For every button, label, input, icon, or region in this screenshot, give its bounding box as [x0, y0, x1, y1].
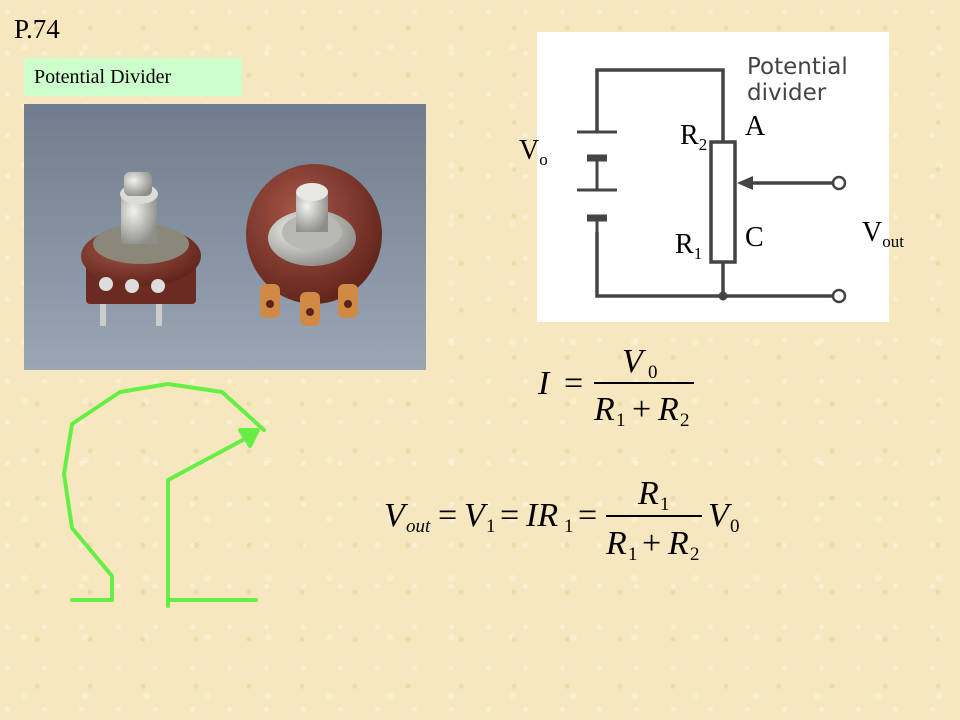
- label-r2: R2: [680, 120, 708, 154]
- large-potentiometer: [246, 164, 382, 326]
- svg-text:2: 2: [690, 544, 700, 565]
- svg-text:R: R: [605, 525, 627, 562]
- page-number: P.74: [14, 14, 60, 44]
- circuit-wires: [595, 68, 833, 298]
- svg-text:R: R: [657, 391, 679, 428]
- svg-text:V: V: [622, 343, 647, 380]
- equation-current: I = V 0 R 1 + R 2: [537, 343, 694, 430]
- svg-text:out: out: [406, 516, 431, 537]
- svg-text:1: 1: [486, 516, 496, 537]
- svg-text:1: 1: [660, 494, 670, 515]
- label-r1: R1: [675, 229, 703, 263]
- svg-text:0: 0: [648, 362, 658, 383]
- svg-text:R: R: [593, 391, 615, 428]
- small-potentiometer: [81, 172, 201, 326]
- wiper-arrow-icon: [737, 176, 753, 190]
- resistor-symbol: [709, 140, 737, 264]
- page-title: Potential Divider: [24, 58, 242, 96]
- svg-text:=: =: [438, 497, 457, 534]
- svg-text:I: I: [537, 365, 551, 402]
- svg-text:=: =: [564, 365, 583, 402]
- svg-text:+: +: [632, 391, 651, 428]
- svg-text:IR: IR: [525, 497, 558, 534]
- svg-text:1: 1: [616, 410, 626, 430]
- svg-text:=: =: [578, 497, 597, 534]
- svg-text:2: 2: [680, 410, 690, 430]
- svg-text:0: 0: [730, 516, 740, 537]
- battery-symbol: [577, 130, 617, 232]
- svg-text:R: R: [667, 525, 689, 562]
- label-a: A: [745, 111, 766, 142]
- equation-vout: V out = V 1 = IR 1 = R 1 R 1 + R 2 V 0: [384, 475, 740, 565]
- svg-text:+: +: [642, 525, 661, 562]
- label-c: C: [745, 222, 764, 253]
- circuit-caption-line2: divider: [747, 80, 827, 106]
- svg-text:R: R: [637, 475, 659, 512]
- junction-dot: [718, 291, 728, 301]
- svg-text:1: 1: [628, 544, 638, 565]
- label-vout: Vout: [862, 217, 904, 251]
- svg-text:=: =: [500, 497, 519, 534]
- potentiometer-photo: [24, 104, 426, 370]
- circuit-diagram: Potential divider: [537, 32, 889, 322]
- svg-text:1: 1: [564, 516, 574, 537]
- terminal-bottom: [831, 288, 847, 304]
- terminal-top: [831, 175, 847, 191]
- label-source-voltage: Vo: [519, 135, 548, 169]
- green-arrow-annotation: [62, 382, 266, 608]
- circuit-caption-line1: Potential: [747, 54, 848, 80]
